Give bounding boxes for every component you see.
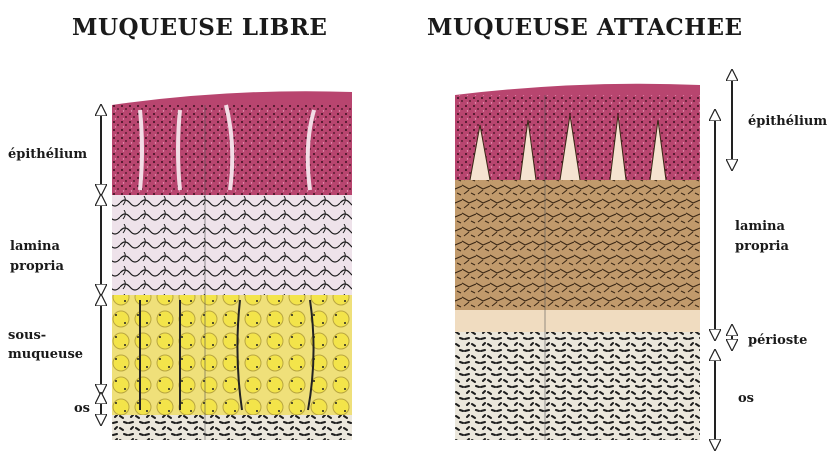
block-muqueuse-attachee (455, 84, 700, 440)
label-left-lamina: lamina (10, 238, 60, 255)
label-right-os: os (738, 390, 754, 407)
layer-os (455, 332, 700, 440)
layer-os (112, 415, 352, 440)
layer-lamina-propria (455, 180, 700, 310)
layer-lamina-propria (112, 195, 352, 295)
epithelium-top (455, 84, 700, 95)
label-left-sous: sous- (8, 327, 46, 344)
label-right-propria: propria (735, 238, 789, 255)
epithelium-top (112, 91, 352, 105)
label-right-lamina: lamina (735, 218, 785, 235)
label-left-os: os (74, 400, 90, 417)
layer-perioste (455, 310, 700, 332)
label-right-epithelium: épithélium (748, 113, 827, 130)
label-left-muqueuse: muqueuse (8, 346, 83, 363)
right-dimension-arrows (715, 75, 732, 445)
label-left-epithelium: épithélium (8, 146, 87, 163)
label-left-propria: propria (10, 258, 64, 275)
layer-sous-muqueuse (112, 295, 352, 415)
label-right-perioste: périoste (748, 332, 807, 349)
block-muqueuse-libre (112, 91, 352, 440)
